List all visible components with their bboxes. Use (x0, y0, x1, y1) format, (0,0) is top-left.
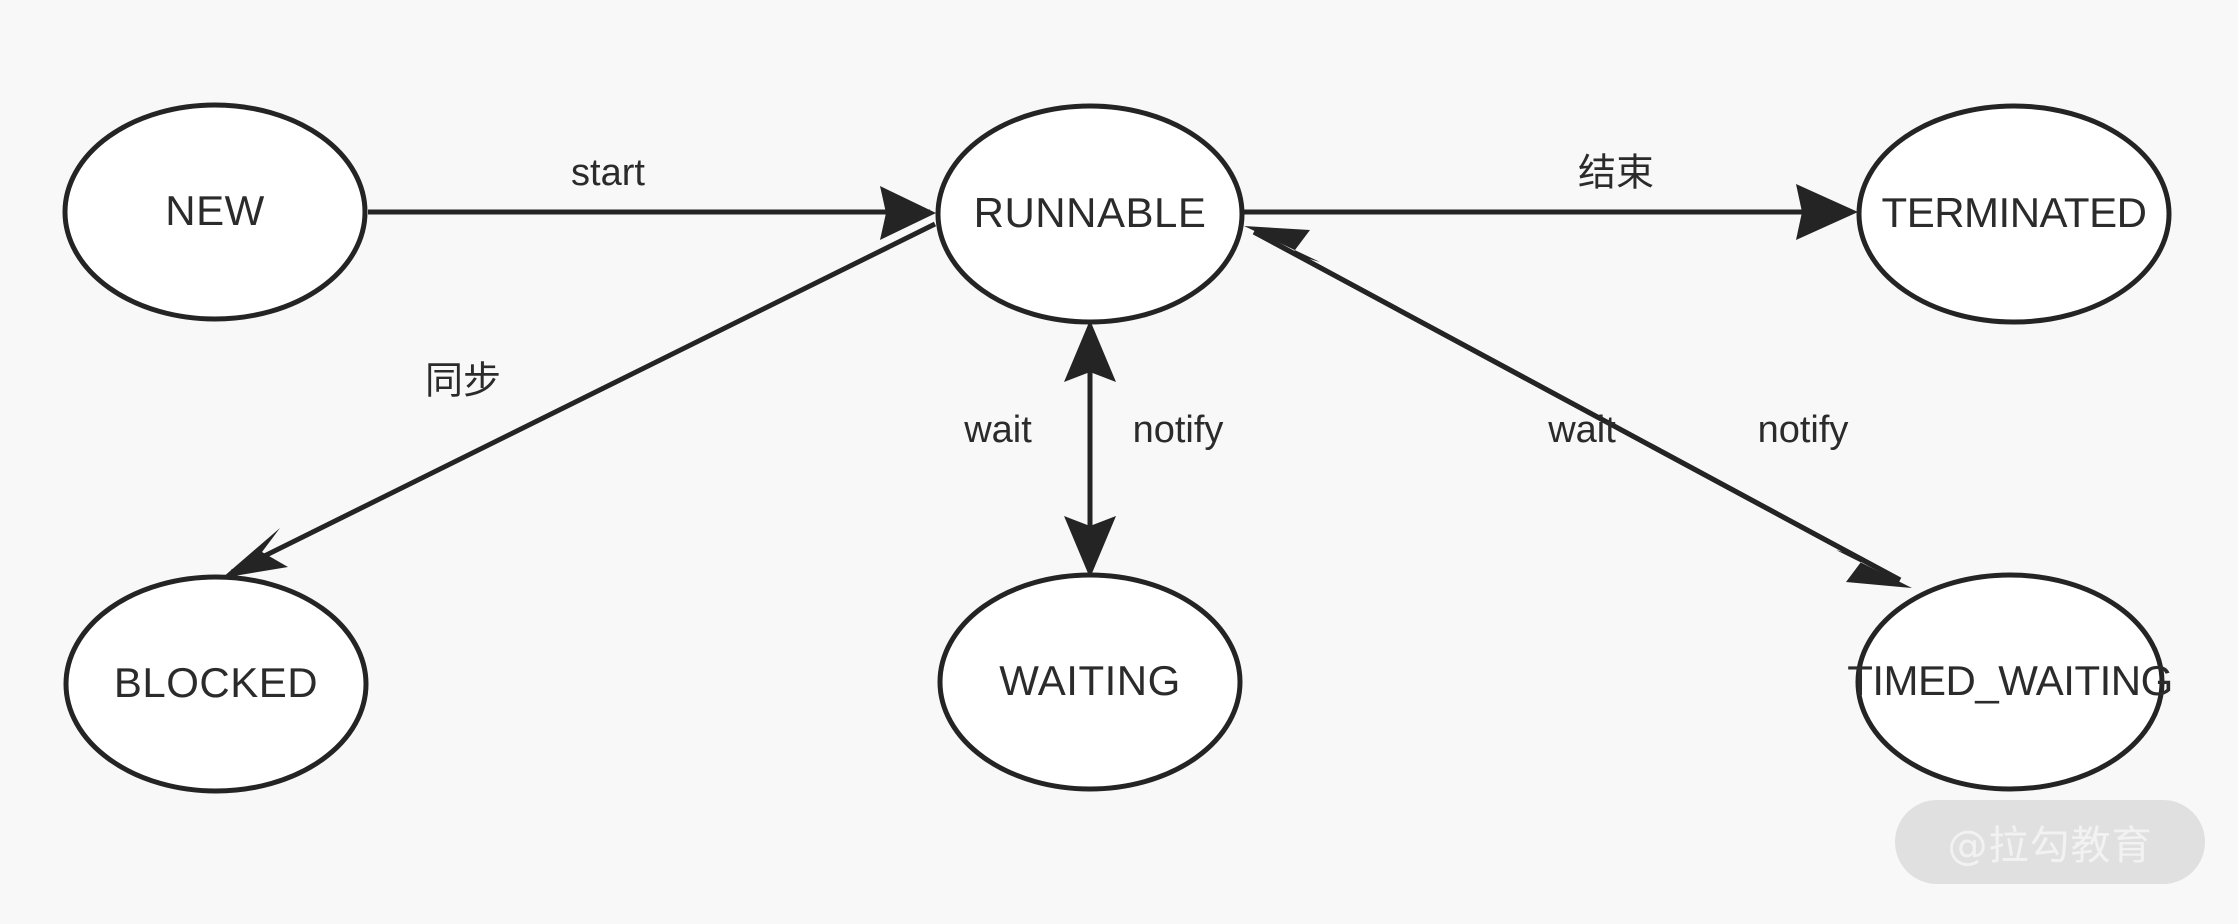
node-shape (1856, 103, 2172, 325)
node-label-waiting: WAITING (999, 657, 1181, 704)
node-shape (935, 103, 1245, 325)
edge-label-sync: 同步 (425, 359, 501, 403)
node-shape (62, 102, 368, 322)
node-shape (63, 574, 369, 794)
arrowhead-icon (1836, 550, 1912, 588)
node-shape (937, 572, 1243, 792)
node-terminated[interactable]: TERMINATED (1856, 103, 2172, 325)
arrowhead-icon (1796, 184, 1858, 240)
edge-label-notify-right: notify (1758, 409, 1849, 451)
node-new[interactable]: NEW (62, 102, 368, 322)
arrowhead-icon (222, 528, 288, 578)
node-timed-waiting[interactable]: TIMED_WAITING (1847, 572, 2173, 792)
edge-label-wait-center: wait (963, 409, 1032, 451)
edge-runnable-to-timedwaiting (1252, 229, 1912, 588)
edge-line (230, 221, 937, 575)
node-label-new: NEW (165, 187, 265, 234)
node-label-blocked: BLOCKED (114, 659, 318, 706)
edge-runnable-to-terminated (1242, 184, 1858, 240)
edge-line (1252, 229, 1902, 583)
edge-label-start: start (571, 152, 645, 194)
arrowhead-icon (1064, 516, 1116, 578)
watermark-text: @拉勾教育 (1947, 823, 2153, 869)
node-label-terminated: TERMINATED (1882, 189, 2147, 236)
watermark-badge: @拉勾教育 (1895, 800, 2205, 884)
node-label-runnable: RUNNABLE (974, 189, 1207, 236)
arrowhead-icon (880, 186, 936, 240)
edge-runnable-to-waiting (1064, 336, 1116, 578)
edge-label-notify-center: notify (1133, 409, 1224, 451)
node-waiting[interactable]: WAITING (937, 572, 1243, 792)
node-runnable[interactable]: RUNNABLE (935, 103, 1245, 325)
node-blocked[interactable]: BLOCKED (63, 574, 369, 794)
edge-runnable-to-blocked (222, 221, 937, 578)
edge-label-end: 结束 (1578, 151, 1654, 195)
edge-new-to-runnable (368, 186, 936, 240)
node-shape (1855, 572, 2165, 792)
node-label-timed-waiting: TIMED_WAITING (1847, 657, 2173, 704)
edge-label-wait-right: wait (1547, 409, 1616, 451)
